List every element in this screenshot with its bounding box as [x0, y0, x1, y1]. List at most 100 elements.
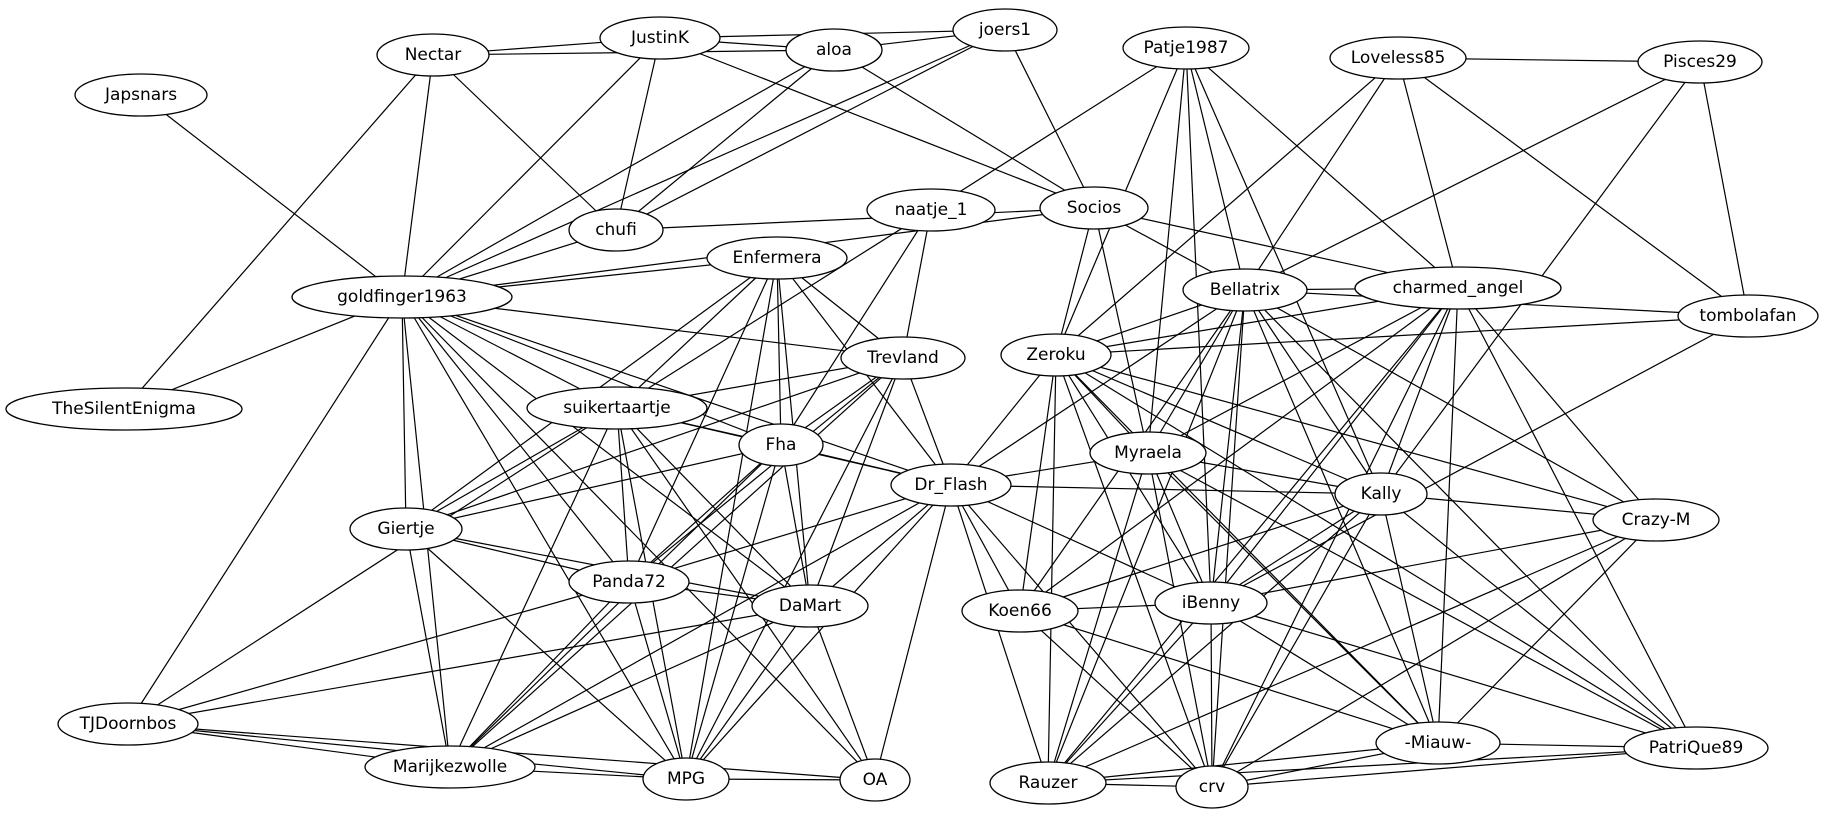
edge-fha-marijkezwolle	[449, 444, 782, 768]
node-ellipse	[526, 386, 708, 430]
edge-ibenny-patrique89	[1210, 602, 1697, 749]
node-japsnars: Japsnars	[74, 73, 208, 117]
node-label: PatriQue89	[1649, 738, 1744, 758]
edge-justink-goldfinger1963	[401, 37, 661, 298]
node-label: chufi	[595, 220, 637, 240]
edge-charmed-angel-koen66	[1019, 287, 1459, 612]
edge-koen66-crv	[1019, 610, 1213, 788]
node-label: charmed_angel	[1393, 278, 1524, 298]
edge-damart-tjdoornbos	[127, 605, 811, 725]
node-ellipse	[1677, 294, 1819, 338]
node-ellipse	[376, 33, 490, 77]
edge-charmed-angel-miauw	[1437, 287, 1459, 744]
edge-dr-flash-kally	[950, 484, 1382, 495]
node-marijkezwolle: Marijkezwolle	[364, 745, 536, 789]
node-tombolafan: tombolafan	[1677, 294, 1819, 338]
edge-bellatrix-patrique89	[1244, 289, 1697, 749]
edge-bellatrix-myraela	[1147, 289, 1246, 454]
node-label: Patje1987	[1143, 38, 1228, 58]
node-label: Zeroku	[1026, 345, 1085, 365]
node-enfermera: Enfermera	[706, 236, 848, 280]
edge-socios-myraela	[1093, 207, 1149, 454]
node-socios: Socios	[1039, 186, 1149, 230]
node-ellipse	[364, 745, 536, 789]
node-ellipse	[74, 73, 208, 117]
node-crv: crv	[1175, 765, 1249, 809]
edge-goldfinger1963-damart	[401, 296, 811, 607]
edge-dr-flash-rauzer	[950, 484, 1049, 784]
edge-naatje-1-suikertaartje	[616, 209, 932, 409]
node-label: suikertaartje	[563, 398, 670, 418]
node-ellipse	[890, 463, 1012, 507]
node-ellipse	[1375, 721, 1501, 765]
edge-dr-flash-mpg	[685, 484, 952, 780]
edge-fha-damart	[780, 444, 811, 607]
edge-chufi-socios	[615, 207, 1095, 231]
edge-fha-mpg	[685, 444, 782, 780]
edge-trevland-giertje	[405, 357, 904, 530]
edge-suikertaartje-damart	[616, 407, 811, 607]
node-kally: Kally	[1334, 472, 1428, 516]
node-label: MPG	[667, 769, 705, 789]
edge-kally-patrique89	[1380, 493, 1697, 749]
node-justink: JustinK	[599, 16, 721, 60]
node-ellipse	[738, 423, 824, 467]
node-bellatrix: Bellatrix	[1182, 268, 1308, 312]
edge-bellatrix-crazy-m	[1244, 289, 1657, 521]
edge-charmed-angel-crv	[1211, 287, 1459, 788]
node-ellipse	[1334, 472, 1428, 516]
node-panda72: Panda72	[568, 560, 690, 604]
node-ellipse	[57, 702, 199, 746]
node-ellipse	[1182, 268, 1308, 312]
edge-fha-panda72	[628, 444, 782, 583]
edge-charmed-angel-crazy-m	[1457, 287, 1657, 521]
edge-suikertaartje-panda72	[616, 407, 630, 583]
edge-patje1987-charmed-angel	[1185, 47, 1459, 289]
edge-patje1987-naatje-1	[930, 47, 1187, 211]
edge-joers1-chufi	[615, 29, 1006, 231]
edge-bellatrix-miauw	[1244, 289, 1439, 744]
edge-charmed-angel-kally	[1380, 287, 1459, 495]
node-label: Japsnars	[104, 85, 177, 105]
node-label: tombolafan	[1699, 306, 1796, 326]
edge-patrique89-crv	[1211, 747, 1697, 788]
node-ibenny: iBenny	[1154, 581, 1268, 625]
edge-ibenny-rauzer	[1047, 602, 1212, 784]
node-joers1: joers1	[952, 8, 1058, 52]
node-ellipse	[568, 208, 664, 252]
node-label: Marijkezwolle	[393, 757, 507, 777]
edge-charmed-angel-myraela	[1147, 287, 1459, 454]
node-dr-flash: Dr_Flash	[890, 463, 1012, 507]
node-ellipse	[568, 560, 690, 604]
edge-zeroku-ibenny	[1055, 354, 1212, 604]
edge-goldfinger1963-mpg	[401, 296, 687, 780]
node-myraela: Myraela	[1089, 431, 1207, 475]
node-ellipse	[1175, 765, 1249, 809]
edge-kally-crv	[1211, 493, 1382, 788]
edge-zeroku-patrique89	[1055, 354, 1697, 749]
edge-patrique89-rauzer	[1047, 747, 1697, 784]
edge-damart-marijkezwolle	[449, 605, 811, 768]
edge-enfermera-mpg	[685, 257, 778, 780]
node-goldfinger1963: goldfinger1963	[291, 275, 513, 319]
node-giertje: Giertje	[349, 507, 463, 551]
edge-pisces29-tombolafan	[1699, 61, 1749, 317]
edge-goldfinger1963-tjdoornbos	[127, 296, 403, 725]
edge-joers1-socios	[1004, 29, 1095, 209]
edge-charmed-angel-patrique89	[1457, 287, 1697, 749]
node-ellipse	[1592, 498, 1720, 542]
node-label: iBenny	[1182, 593, 1240, 613]
node-ellipse	[706, 236, 848, 280]
edge-goldfinger1963-giertje	[401, 296, 407, 530]
edge-socios-zeroku	[1055, 207, 1095, 356]
edge-goldfinger1963-fha	[401, 296, 782, 446]
edge-japsnars-goldfinger1963	[140, 94, 403, 298]
edge-bellatrix-rauzer	[1047, 289, 1246, 784]
node-ellipse	[291, 275, 513, 319]
edge-patje1987-bellatrix	[1185, 47, 1246, 291]
node-koen66: Koen66	[961, 589, 1079, 633]
node-ellipse	[1623, 726, 1769, 770]
edge-kally-koen66	[1019, 493, 1382, 612]
node-label: Nectar	[405, 45, 462, 65]
